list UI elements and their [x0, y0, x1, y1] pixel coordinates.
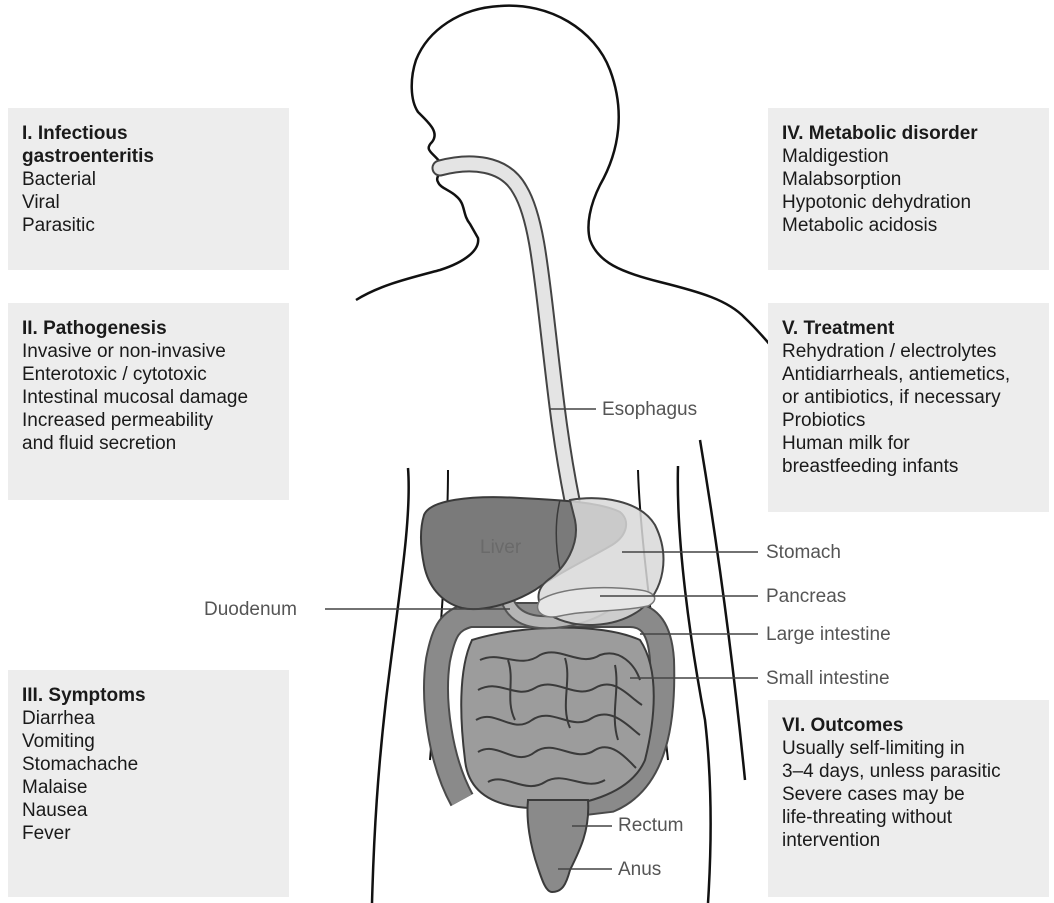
rectum-label: Rectum [618, 815, 683, 837]
pathogenesis-heading: II. Pathogenesis [22, 317, 279, 340]
list-item: Malaise [22, 776, 279, 799]
pancreas-label: Pancreas [766, 586, 846, 608]
list-item: 3–4 days, unless parasitic [782, 760, 1039, 783]
list-item: Metabolic acidosis [782, 214, 1039, 237]
list-item: Malabsorption [782, 168, 1039, 191]
infectious-heading-line1: I. Infectious [22, 122, 279, 145]
list-item: Probiotics [782, 409, 1039, 432]
list-item: Maldigestion [782, 145, 1039, 168]
esophagus-label: Esophagus [602, 399, 697, 421]
list-item: Viral [22, 191, 279, 214]
rectum-shape [527, 800, 588, 892]
list-item: Invasive or non-invasive [22, 340, 279, 363]
list-item: Stomachache [22, 753, 279, 776]
list-item: Enterotoxic / cytotoxic [22, 363, 279, 386]
list-item: Human milk for [782, 432, 1039, 455]
list-item: Nausea [22, 799, 279, 822]
treatment-heading: V. Treatment [782, 317, 1039, 340]
list-item: Increased permeability [22, 409, 279, 432]
body-outline [356, 6, 782, 358]
large-intestine-label: Large intestine [766, 624, 891, 646]
symptoms-heading: III. Symptoms [22, 684, 279, 707]
torso-right-line [678, 466, 711, 903]
list-item: Rehydration / electrolytes [782, 340, 1039, 363]
list-item: or antibiotics, if necessary [782, 386, 1039, 409]
list-item: intervention [782, 829, 1039, 852]
stomach-label: Stomach [766, 542, 841, 564]
metabolic-panel: IV. Metabolic disorder Maldigestion Mala… [768, 108, 1049, 270]
list-item: Fever [22, 822, 279, 845]
list-item: Diarrhea [22, 707, 279, 730]
list-item: Antidiarrheals, antiemetics, [782, 363, 1039, 386]
infectious-heading-line2: gastroenteritis [22, 145, 279, 168]
list-item: Hypotonic dehydration [782, 191, 1039, 214]
duodenum-label: Duodenum [204, 599, 297, 621]
infectious-panel: I. Infectious gastroenteritis Bacterial … [8, 108, 289, 270]
symptoms-panel: III. Symptoms Diarrhea Vomiting Stomacha… [8, 670, 289, 897]
list-item: Bacterial [22, 168, 279, 191]
esophagus-fill [440, 164, 572, 500]
list-item: breastfeeding infants [782, 455, 1039, 478]
pathogenesis-panel: II. Pathogenesis Invasive or non-invasiv… [8, 303, 289, 500]
metabolic-heading: IV. Metabolic disorder [782, 122, 1039, 145]
anus-label: Anus [618, 859, 661, 881]
treatment-panel: V. Treatment Rehydration / electrolytes … [768, 303, 1049, 512]
small-intestine-label: Small intestine [766, 668, 890, 690]
outcomes-heading: VI. Outcomes [782, 714, 1039, 737]
list-item: Parasitic [22, 214, 279, 237]
list-item: Usually self-limiting in [782, 737, 1039, 760]
list-item: Severe cases may be [782, 783, 1039, 806]
list-item: Intestinal mucosal damage [22, 386, 279, 409]
outcomes-panel: VI. Outcomes Usually self-limiting in 3–… [768, 700, 1049, 897]
torso-left-line [372, 468, 409, 903]
list-item: life-threating without [782, 806, 1039, 829]
list-item: Vomiting [22, 730, 279, 753]
list-item: and fluid secretion [22, 432, 279, 455]
liver-label: Liver [480, 537, 521, 559]
